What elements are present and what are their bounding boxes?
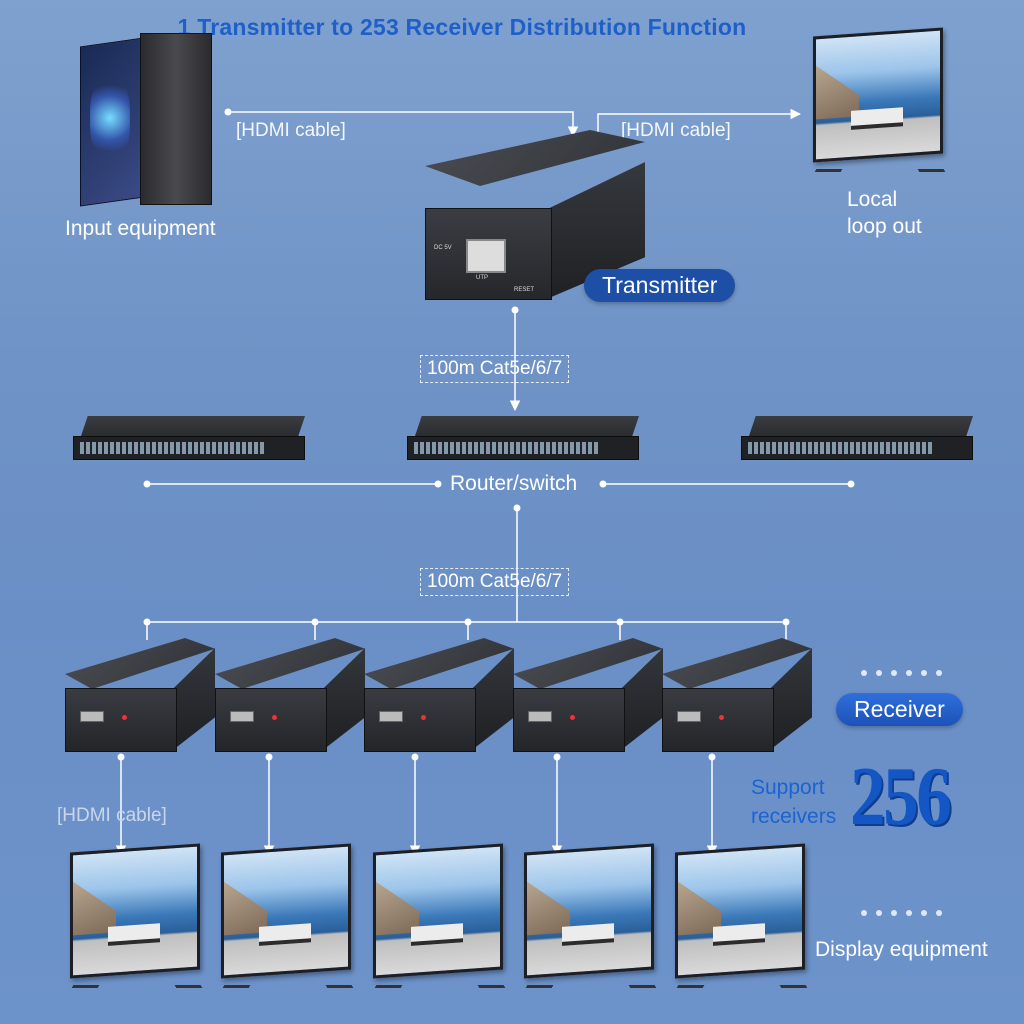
display-tv-icon-5 <box>675 843 808 988</box>
decorative-dots-top <box>861 670 942 676</box>
node-dot <box>511 306 519 314</box>
display-tv-icon-3 <box>373 843 506 988</box>
tx-reset-marking: RESET <box>514 287 535 293</box>
tx-utp-marking: UTP <box>476 275 488 281</box>
tx-dc-marking: DC 5V <box>434 245 452 251</box>
receiver-device-icon-3 <box>364 638 514 752</box>
receiver-device-icon-5 <box>662 638 812 752</box>
node-dot <box>143 480 151 488</box>
hdmi-line-loop <box>597 108 802 136</box>
cat-cable-label-lower: 100m Cat5e/6/7 <box>420 568 570 596</box>
input-pc-icon <box>80 28 215 207</box>
display-tv-icon-4 <box>524 843 657 988</box>
rj45-port-icon <box>466 239 506 273</box>
input-equipment-label: Input equipment <box>65 217 216 240</box>
network-switch-icon-center <box>407 416 639 460</box>
transmitter-badge: Transmitter <box>584 269 736 302</box>
receiver-badge: Receiver <box>836 693 963 726</box>
node-dot <box>265 753 273 761</box>
receiver-device-icon-2 <box>215 638 365 752</box>
network-switch-icon-left <box>73 416 305 460</box>
support-count: 256 <box>850 750 952 843</box>
router-switch-label: Router/switch <box>450 472 578 495</box>
node-dot <box>434 480 442 488</box>
hdmi-line-input <box>228 111 579 138</box>
hdmi-cable-label-receiver: [HDMI cable] <box>57 805 167 826</box>
node-dot <box>311 618 319 626</box>
node-dot <box>847 480 855 488</box>
node-dot <box>411 753 419 761</box>
node-dot <box>708 753 716 761</box>
receiver-device-icon-4 <box>513 638 663 752</box>
display-equipment-label: Display equipment <box>815 938 988 961</box>
hdmi-cable-label-left: [HDMI cable] <box>236 120 346 141</box>
node-dot <box>616 618 624 626</box>
local-loop-label-line2: loop out <box>847 215 922 238</box>
hdmi-cable-label-right: [HDMI cable] <box>621 120 731 141</box>
network-switch-icon-right <box>741 416 973 460</box>
node-dot <box>224 108 232 116</box>
display-tv-icon-2 <box>221 843 354 988</box>
support-label-line1: Support <box>751 776 825 799</box>
node-dot <box>513 504 521 512</box>
node-dot <box>464 618 472 626</box>
decorative-dots-bottom <box>861 910 942 916</box>
support-receivers-label: Support receivers <box>751 773 836 831</box>
node-dot <box>599 480 607 488</box>
node-dot <box>782 618 790 626</box>
node-dot <box>117 753 125 761</box>
display-tv-icon-1 <box>70 843 203 988</box>
local-tv-icon <box>813 27 946 172</box>
cat-cable-label-upper: 100m Cat5e/6/7 <box>420 355 570 383</box>
support-label-line2: receivers <box>751 805 837 828</box>
local-loop-label-line1: Local <box>847 188 898 211</box>
diagram-title: 1 Transmitter to 253 Receiver Distributi… <box>177 14 747 40</box>
node-dot <box>143 618 151 626</box>
receiver-device-icon-1 <box>65 638 215 752</box>
node-dot <box>553 753 561 761</box>
